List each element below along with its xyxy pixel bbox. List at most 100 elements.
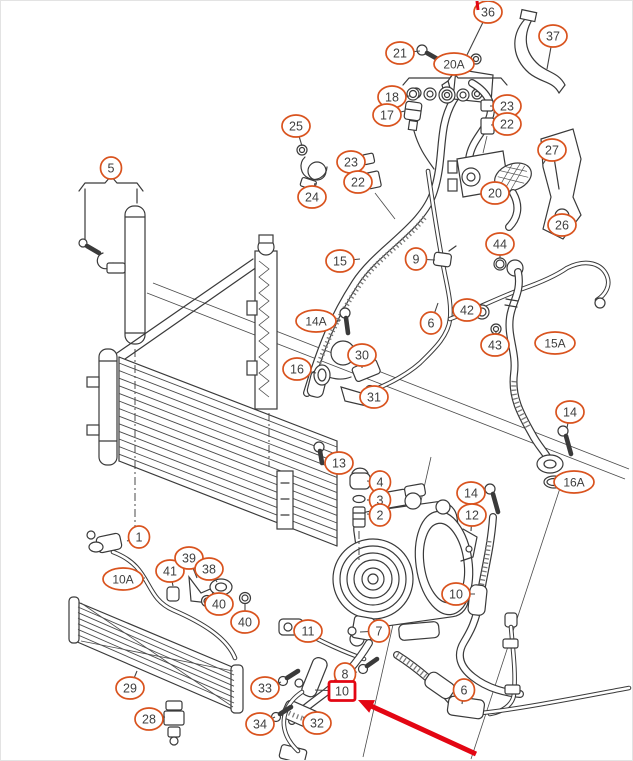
red-leader-fragment bbox=[475, 1, 480, 11]
callout-17: 17 bbox=[372, 103, 402, 127]
svg-text:10: 10 bbox=[449, 588, 463, 602]
svg-text:17: 17 bbox=[380, 109, 394, 123]
callout-23a: 23 bbox=[336, 150, 366, 174]
svg-text:44: 44 bbox=[493, 238, 507, 252]
svg-text:3: 3 bbox=[377, 494, 384, 508]
svg-text:40: 40 bbox=[238, 616, 252, 630]
svg-text:14A: 14A bbox=[305, 315, 326, 329]
hose-part10-center bbox=[270, 615, 380, 760]
hose-part10A bbox=[86, 530, 235, 658]
callout-16: 16 bbox=[282, 357, 312, 381]
svg-text:43: 43 bbox=[488, 339, 502, 353]
hose-part10-right bbox=[460, 483, 520, 694]
svg-text:25: 25 bbox=[289, 120, 303, 134]
svg-text:10: 10 bbox=[335, 685, 349, 699]
svg-text:12: 12 bbox=[465, 509, 479, 523]
callout-18: 18 bbox=[377, 85, 407, 109]
callout-25: 25 bbox=[281, 114, 311, 138]
pipe-bottom-right bbox=[478, 612, 632, 717]
callout-29: 29 bbox=[115, 676, 145, 700]
svg-text:8: 8 bbox=[342, 668, 349, 682]
callout-14b: 14 bbox=[555, 400, 585, 424]
svg-text:22: 22 bbox=[351, 176, 365, 190]
receiver-pipe-part5 bbox=[78, 175, 146, 541]
callout-5: 5 bbox=[99, 156, 123, 180]
svg-text:5: 5 bbox=[108, 162, 115, 176]
svg-text:4: 4 bbox=[377, 476, 384, 490]
svg-text:14: 14 bbox=[563, 406, 577, 420]
svg-text:22: 22 bbox=[500, 118, 514, 132]
svg-text:16: 16 bbox=[290, 363, 304, 377]
callout-10hl: 10 bbox=[327, 680, 357, 702]
hose-part6-bottom bbox=[397, 655, 486, 720]
valve-part28 bbox=[163, 700, 185, 746]
svg-text:42: 42 bbox=[460, 304, 474, 318]
callout-21: 21 bbox=[385, 41, 415, 65]
callout-9: 9 bbox=[404, 247, 428, 271]
low-cooler-part29 bbox=[68, 596, 244, 714]
cooler-fins bbox=[77, 606, 235, 704]
condenser-part bbox=[86, 234, 338, 547]
callout-13: 13 bbox=[324, 451, 354, 475]
svg-text:41: 41 bbox=[163, 565, 177, 579]
callout-32: 32 bbox=[302, 711, 332, 735]
svg-text:26: 26 bbox=[555, 219, 569, 233]
callout-31: 31 bbox=[359, 385, 389, 409]
callout-26: 26 bbox=[547, 213, 577, 237]
condenser-fins bbox=[118, 362, 338, 539]
svg-text:13: 13 bbox=[332, 457, 346, 471]
callout-6a: 6 bbox=[452, 678, 476, 702]
red-annotations bbox=[358, 1, 480, 757]
callout-22a: 22 bbox=[343, 170, 373, 194]
callout-22b: 22 bbox=[492, 112, 522, 136]
svg-text:18: 18 bbox=[385, 91, 399, 105]
callout-43: 43 bbox=[480, 333, 510, 357]
callout-33: 33 bbox=[250, 676, 280, 700]
svg-text:21: 21 bbox=[393, 47, 407, 61]
pipe-assembly-part6-mid bbox=[354, 168, 611, 400]
callout-30: 30 bbox=[347, 343, 377, 367]
callout-42: 42 bbox=[452, 298, 482, 322]
svg-text:2: 2 bbox=[377, 509, 384, 523]
drawing-artwork bbox=[68, 8, 632, 760]
svg-text:1: 1 bbox=[136, 531, 143, 545]
svg-text:36: 36 bbox=[481, 6, 495, 20]
svg-text:23: 23 bbox=[344, 156, 358, 170]
svg-text:10A: 10A bbox=[112, 573, 133, 587]
callout-41: 41 bbox=[155, 559, 185, 583]
callout-10A: 10A bbox=[102, 567, 144, 591]
svg-text:20: 20 bbox=[488, 187, 502, 201]
svg-text:6: 6 bbox=[461, 684, 468, 698]
hose-part15A bbox=[474, 259, 574, 489]
callout-27: 27 bbox=[537, 138, 567, 162]
callout-37: 37 bbox=[538, 24, 568, 48]
svg-text:7: 7 bbox=[376, 625, 383, 639]
svg-text:15A: 15A bbox=[544, 337, 565, 351]
svg-text:15: 15 bbox=[333, 255, 347, 269]
svg-text:23: 23 bbox=[500, 100, 514, 114]
callout-16A: 16A bbox=[553, 470, 595, 494]
svg-text:16A: 16A bbox=[563, 476, 584, 490]
callout-15: 15 bbox=[325, 249, 355, 273]
callout-24: 24 bbox=[297, 185, 327, 209]
svg-text:27: 27 bbox=[545, 144, 559, 158]
callout-36: 36 bbox=[473, 1, 503, 24]
callout-38: 38 bbox=[194, 557, 224, 581]
svg-text:28: 28 bbox=[142, 713, 156, 727]
callout-40a: 40 bbox=[204, 592, 234, 616]
callout-20A: 20A bbox=[433, 52, 475, 76]
callout-34: 34 bbox=[245, 712, 275, 736]
callout-20: 20 bbox=[480, 181, 510, 205]
svg-text:6: 6 bbox=[428, 317, 435, 331]
svg-text:39: 39 bbox=[182, 552, 196, 566]
callout-1: 1 bbox=[127, 525, 151, 549]
svg-text:24: 24 bbox=[305, 191, 319, 205]
callout-14A: 14A bbox=[295, 309, 337, 333]
svg-text:30: 30 bbox=[355, 349, 369, 363]
callout-14a: 14 bbox=[456, 481, 486, 505]
svg-text:11: 11 bbox=[302, 625, 315, 639]
svg-text:33: 33 bbox=[258, 682, 272, 696]
